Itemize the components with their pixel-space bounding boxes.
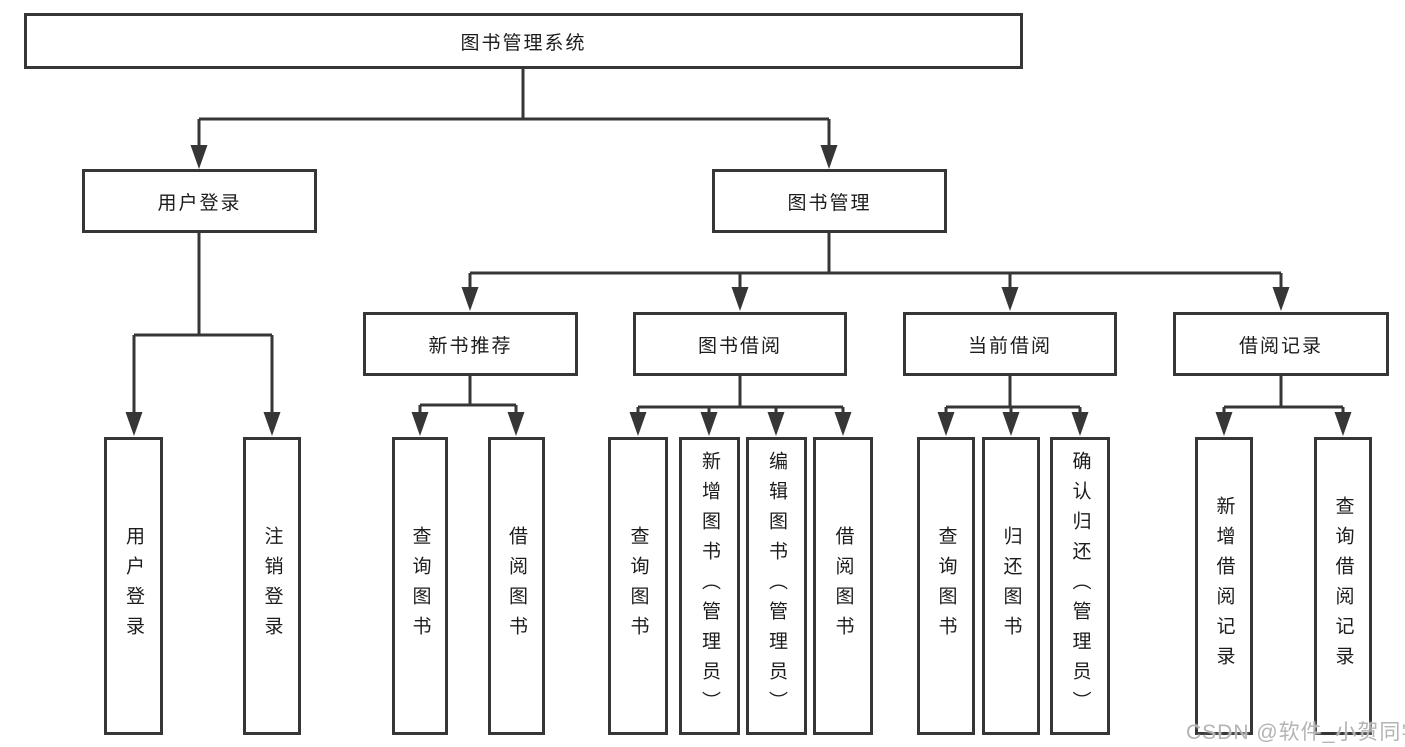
leaf-confirm-return-admin-label: 确认归还（管理员） xyxy=(1069,451,1091,721)
leaf-borrow-books-label: 借阅图书 xyxy=(832,526,854,646)
leaf-borrow-query-books-label: 查询图书 xyxy=(627,526,649,646)
arrowhead-icon xyxy=(1215,412,1233,436)
arrowhead-icon xyxy=(1272,287,1290,311)
node-book-borrow-label: 图书借阅 xyxy=(697,335,782,357)
leaf-borrow-books: 借阅图书 xyxy=(813,437,873,735)
arrowhead-icon xyxy=(507,412,525,436)
arrowhead-icon xyxy=(263,412,281,436)
leaf-add-borrow-record-label: 新增借阅记录 xyxy=(1213,496,1235,676)
arrowhead-icon xyxy=(767,412,785,436)
node-root: 图书管理系统 xyxy=(24,13,1023,69)
arrowhead-icon xyxy=(1071,412,1089,436)
node-root-label: 图书管理系统 xyxy=(460,32,587,54)
leaf-recommend-query-books: 查询图书 xyxy=(392,437,448,735)
connector-book-management-to-level3 xyxy=(468,233,1283,293)
arrowhead-icon xyxy=(190,145,208,169)
leaf-recommend-borrow-books-label: 借阅图书 xyxy=(506,526,527,646)
connector-borrow-records-to-leaves xyxy=(1222,376,1345,419)
leaf-return-books: 归还图书 xyxy=(982,437,1040,735)
arrowhead-icon xyxy=(411,412,429,436)
leaf-edit-books-admin: 编辑图书（管理员） xyxy=(746,437,807,735)
leaf-add-books-admin-label: 新增图书（管理员） xyxy=(699,451,720,721)
arrowhead-icon xyxy=(700,412,718,436)
node-book-management-label: 图书管理 xyxy=(787,192,872,214)
connector-user-login-to-leaves xyxy=(132,233,274,418)
arrowhead-icon xyxy=(125,412,143,436)
leaf-query-borrow-record-label: 查询借阅记录 xyxy=(1332,496,1354,676)
leaf-current-query-books: 查询图书 xyxy=(917,437,975,735)
leaf-recommend-query-books-label: 查询图书 xyxy=(409,526,431,646)
leaf-return-books-label: 归还图书 xyxy=(1000,526,1022,646)
arrowhead-icon xyxy=(937,412,955,436)
node-current-borrow-label: 当前借阅 xyxy=(967,335,1052,357)
node-user-login-label: 用户登录 xyxy=(157,192,242,214)
node-book-borrow: 图书借阅 xyxy=(633,312,847,376)
leaf-current-query-books-label: 查询图书 xyxy=(935,526,957,646)
arrowhead-icon xyxy=(1001,287,1019,311)
connector-root-to-level2 xyxy=(197,68,831,150)
node-borrow-records-label: 借阅记录 xyxy=(1238,335,1323,357)
node-new-book-recommend-label: 新书推荐 xyxy=(428,335,513,357)
leaf-recommend-borrow-books: 借阅图书 xyxy=(488,437,545,735)
arrowheads xyxy=(125,145,1352,436)
node-new-book-recommend: 新书推荐 xyxy=(363,312,578,376)
leaf-add-borrow-record: 新增借阅记录 xyxy=(1195,437,1253,735)
arrowhead-icon xyxy=(820,145,838,169)
node-current-borrow: 当前借阅 xyxy=(903,312,1117,376)
leaf-add-books-admin: 新增图书（管理员） xyxy=(679,437,740,735)
arrowhead-icon xyxy=(461,287,479,311)
node-user-login: 用户登录 xyxy=(82,169,317,233)
leaf-user-login: 用户登录 xyxy=(104,437,163,735)
leaf-edit-books-admin-label: 编辑图书（管理员） xyxy=(766,451,787,721)
leaf-logout-label: 注销登录 xyxy=(261,526,283,646)
leaf-query-borrow-record: 查询借阅记录 xyxy=(1314,437,1372,735)
arrowhead-icon xyxy=(629,412,647,436)
arrowhead-icon xyxy=(1002,412,1020,436)
node-borrow-records: 借阅记录 xyxy=(1173,312,1389,376)
leaf-confirm-return-admin: 确认归还（管理员） xyxy=(1050,437,1110,735)
connector-new-book-recommend-to-leaves xyxy=(418,376,518,419)
node-book-management: 图书管理 xyxy=(712,169,947,233)
leaf-borrow-query-books: 查询图书 xyxy=(608,437,668,735)
csdn-watermark: CSDN @软件_小贺同学 xyxy=(1186,721,1405,744)
arrowhead-icon xyxy=(731,287,749,311)
leaf-user-login-label: 用户登录 xyxy=(123,526,144,646)
arrowhead-icon xyxy=(834,412,852,436)
leaf-logout: 注销登录 xyxy=(243,437,301,735)
connector-book-borrow-to-leaves xyxy=(636,376,845,419)
arrowhead-icon xyxy=(1334,412,1352,436)
